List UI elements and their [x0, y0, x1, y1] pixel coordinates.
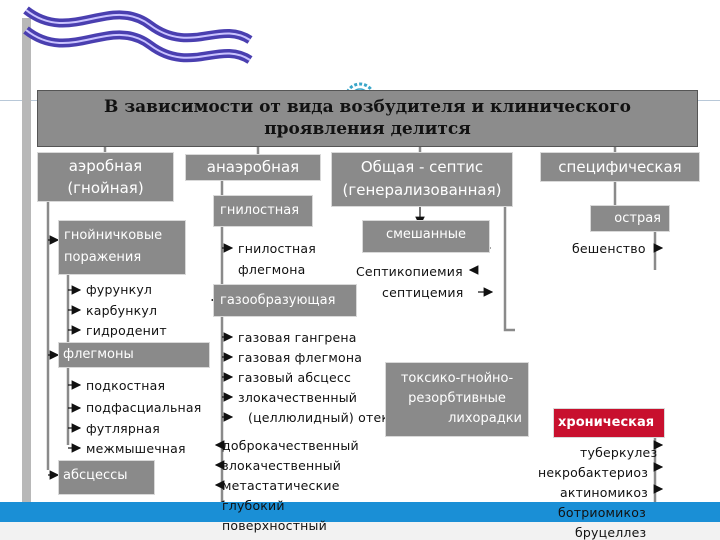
- putrid-item: гнилостная: [238, 241, 317, 256]
- chronic-item-overlay: бруцеллез: [575, 525, 647, 540]
- septicemia-label: септицемия: [382, 285, 464, 300]
- category-aerobic: аэробная (гнойная): [37, 152, 174, 202]
- chronic-item: туберкулез: [580, 445, 658, 460]
- phlegmon-item: подфасциальная: [86, 400, 202, 415]
- category-sepsis-line-1: Общая - септис: [360, 158, 484, 176]
- pustular-item: карбункул: [86, 303, 158, 318]
- category-aerobic-line-2: (гнойная): [67, 179, 144, 197]
- flag-icon: [23, 6, 253, 64]
- acute-box: острая: [590, 205, 670, 232]
- bottom-strip: [0, 522, 720, 540]
- chronic-item: актиномикоз: [560, 485, 649, 500]
- toxic-fevers-box: токсико-гнойно- резорбтивные лихорадки: [385, 362, 529, 437]
- header-box: В зависимости от вида возбудителя и клин…: [37, 90, 698, 147]
- chronic-item-overlay: ботриомикоз: [558, 505, 646, 520]
- gas-item: газовая гангрена: [238, 330, 357, 345]
- putrid-item: флегмона: [238, 262, 306, 277]
- header-line-1: В зависимости от вида возбудителя и клин…: [104, 97, 631, 117]
- bottom-accent-bar: [0, 502, 720, 522]
- gas-forming-box: газообразующая: [213, 284, 357, 317]
- putrid-box: гнилостная: [213, 195, 313, 227]
- abscess-type-item: доброкачественный: [222, 438, 359, 453]
- abscess-type-item-overlay: поверхностный: [222, 518, 327, 533]
- pustular-lesions-box: гнойничковые поражения: [58, 220, 186, 275]
- gas-item: (целлюлидный) отек: [248, 410, 390, 425]
- chronic-item: некробактериоз: [538, 465, 649, 480]
- abscess-type-item: злокачественный: [222, 458, 342, 473]
- mixed-box: смешанные: [362, 220, 490, 253]
- category-anaerobic: анаэробная: [185, 154, 321, 181]
- phlegmon-item: межмышечная: [86, 441, 186, 456]
- chronic-box: хроническая: [553, 408, 665, 438]
- abscesses-box: абсцессы: [58, 460, 155, 495]
- toxic-line-2: резорбтивные: [408, 391, 506, 406]
- pustular-line-2: поражения: [64, 250, 142, 265]
- gas-item: злокачественный: [238, 390, 358, 405]
- pustular-line-1: гнойничковые: [64, 228, 163, 243]
- abscess-type-item: метастатические: [222, 478, 340, 493]
- septicopyemia-label: Септикопиемия: [356, 264, 463, 279]
- toxic-line-1: токсико-гнойно-: [400, 371, 514, 386]
- category-general-sepsis: Общая - септис (генерализованная): [331, 152, 513, 207]
- phlegmon-item: футлярная: [86, 421, 160, 436]
- phlegmons-box: флегмоны: [58, 342, 210, 368]
- category-aerobic-line-1: аэробная: [68, 157, 143, 175]
- acute-item: бешенство: [572, 241, 646, 256]
- pustular-item: гидроденит: [86, 323, 167, 338]
- header-line-2: проявления делится: [264, 119, 471, 139]
- pustular-item: фурункул: [86, 282, 153, 297]
- gas-item: газовый абсцесс: [238, 370, 352, 385]
- gas-item: газовая флегмона: [238, 350, 363, 365]
- abscess-type-item-overlay: глубокий: [222, 498, 285, 513]
- phlegmon-item: подкостная: [86, 378, 166, 393]
- flag-pole: [22, 18, 31, 538]
- toxic-line-3: лихорадки: [448, 411, 522, 426]
- category-specific: специфическая: [540, 152, 700, 182]
- category-sepsis-line-2: (генерализованная): [342, 181, 502, 199]
